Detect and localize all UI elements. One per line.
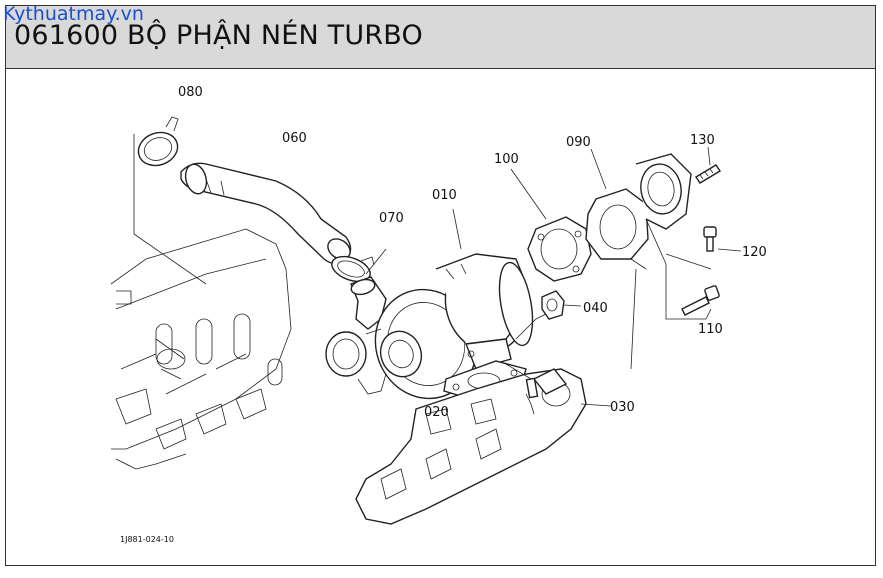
clamp-070-drawing (331, 255, 375, 283)
callout-030: 030 (610, 400, 635, 415)
callout-010: 010 (432, 188, 457, 203)
turbocharger-010-drawing (325, 253, 534, 400)
leader-030 (580, 403, 612, 407)
clamp-080-drawing (137, 116, 179, 167)
callout-120: 120 (742, 245, 767, 260)
callout-020: 020 (424, 405, 449, 420)
callout-110: 110 (698, 322, 723, 337)
leader-130 (707, 146, 711, 166)
callout-070: 070 (379, 211, 404, 226)
leader-070 (365, 248, 387, 275)
parts-diagram: 080 060 070 010 100 090 130 120 040 110 … (110, 85, 767, 544)
leader-100 (510, 168, 547, 220)
callout-130: 130 (690, 133, 715, 148)
hose-060-drawing (180, 162, 352, 265)
intake-manifold-drawing (110, 228, 292, 470)
guide-line (630, 268, 637, 370)
callout-040: 040 (583, 301, 608, 316)
callout-100: 100 (494, 152, 519, 167)
nut-040-drawing (541, 290, 565, 320)
bolt-110-drawing (681, 285, 720, 316)
leader-080 (133, 134, 207, 285)
title-bar: 061600 BỘ PHẬN NÉN TURBO (6, 6, 875, 69)
leader-110 (665, 264, 712, 320)
diagram-code: 1J881-024-10 (120, 535, 174, 544)
callout-090: 090 (566, 135, 591, 150)
leader-040 (563, 304, 582, 307)
callout-060: 060 (282, 131, 307, 146)
callout-080: 080 (178, 85, 203, 100)
gasket-100-drawing (527, 216, 592, 282)
page-title: 061600 BỘ PHẬN NÉN TURBO (14, 20, 423, 51)
watermark-link[interactable]: Kythuatmay.vn (3, 3, 144, 25)
leader-040b (515, 313, 547, 340)
leader-010 (452, 208, 462, 250)
stud-130-drawing (695, 164, 721, 184)
bolt-120-drawing (703, 226, 717, 252)
leader-030b (505, 363, 532, 380)
bracket-line-120 (665, 253, 712, 270)
flange-090-drawing (585, 153, 692, 270)
leader-090 (590, 148, 607, 190)
leader-120 (717, 248, 742, 252)
exhaust-manifold-030-drawing (355, 368, 587, 525)
